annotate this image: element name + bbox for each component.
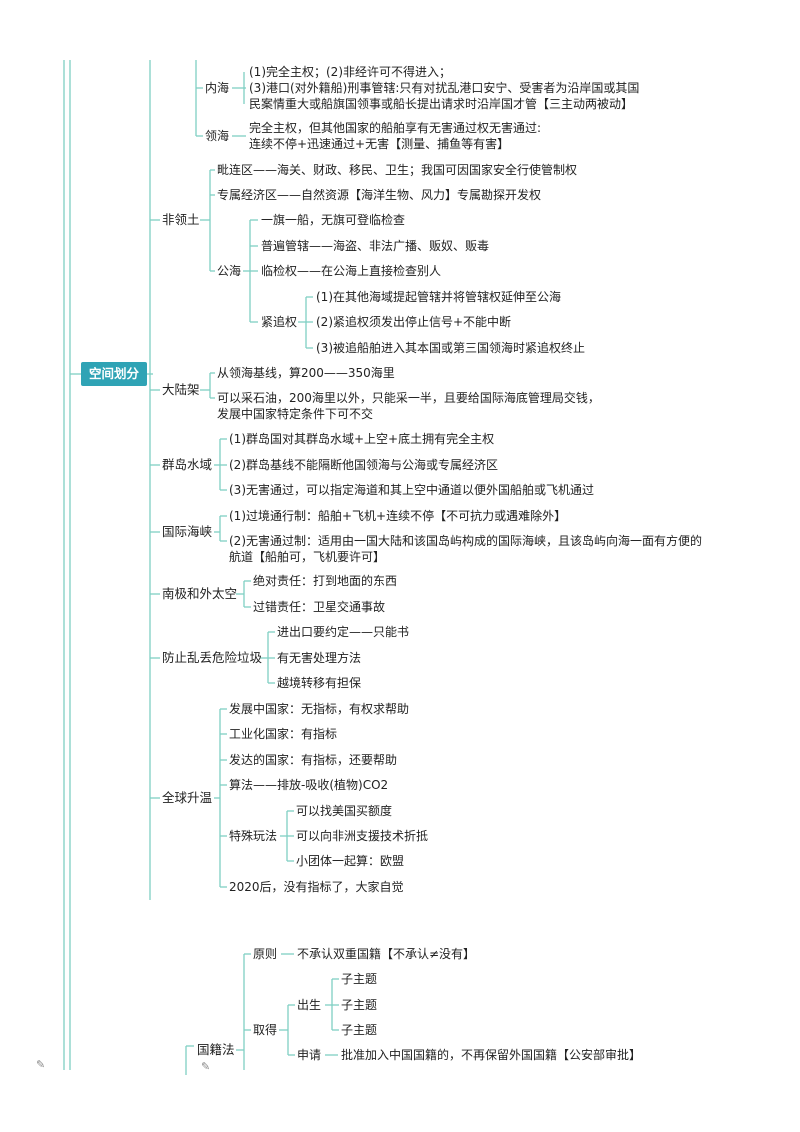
node-gonghai-2[interactable]: 普遍管辖——海盗、非法广播、贩奴、贩毒 — [261, 239, 490, 253]
node-linghai-cb[interactable]: 连续不停+迅速通过+无害【测量、捕鱼等有害】 — [249, 137, 510, 151]
node-yuanze[interactable]: 原则 — [253, 947, 278, 961]
pen-icon: ✎ — [201, 1060, 211, 1073]
node-laji-1[interactable]: 进出口要约定——只能书 — [277, 625, 410, 639]
node-teshu-2[interactable]: 可以向非洲支援技术折抵 — [296, 829, 429, 843]
node-haixia-2b[interactable]: 航道【船舶可，飞机要许可】 — [229, 550, 386, 564]
node-dalujia-2b[interactable]: 发展中国家特定条件下可不交 — [217, 407, 374, 421]
node-laji-3[interactable]: 越境转移有担保 — [277, 676, 362, 690]
node-haixia-1[interactable]: (1)过境通行制：船舶+飞机+连续不停【不可抗力或遇难除外】 — [229, 509, 567, 523]
root-node[interactable]: 空间划分 — [81, 362, 147, 386]
node-haixia-2a[interactable]: (2)无害通过制：适用由一国大陆和该国岛屿构成的国际海峡，且该岛屿向海一面有方便… — [229, 534, 703, 548]
node-linghai[interactable]: 领海 — [205, 129, 230, 143]
node-neihai-c2b[interactable]: 民案情重大或船旗国领事或船长提出请求时沿岸国才管【三主动两被动】 — [249, 97, 634, 111]
node-chusheng[interactable]: 出生 — [297, 998, 322, 1012]
node-dalujia-1[interactable]: 从领海基线，算200——350海里 — [217, 366, 395, 380]
node-qundao-3[interactable]: (3)无害通过，可以指定海道和其上空中通道以便外国船舶或飞机通过 — [229, 483, 595, 497]
node-nanji-1[interactable]: 绝对责任：打到地面的东西 — [253, 574, 398, 588]
node-yuanze-c[interactable]: 不承认双重国籍【不承认≠没有】 — [297, 947, 476, 961]
node-neihai-c2a[interactable]: (3)港口(对外籍船)刑事管辖:只有对扰乱港口安宁、受害者为沿岸国或其国 — [249, 81, 640, 95]
node-zizhuti-3[interactable]: 子主题 — [341, 1023, 378, 1037]
node-qundao[interactable]: 群岛水域 — [162, 457, 213, 472]
node-shenqing[interactable]: 申请 — [297, 1048, 322, 1062]
node-teshu-1[interactable]: 可以找美国买额度 — [296, 804, 393, 818]
node-zizhuti-2[interactable]: 子主题 — [341, 998, 378, 1012]
node-zhuizhui-2[interactable]: (2)紧追权须发出停止信号+不能中断 — [316, 315, 512, 329]
node-gonghai-1[interactable]: 一旗一船，无旗可登临检查 — [261, 213, 406, 227]
node-gonghai[interactable]: 公海 — [217, 264, 242, 278]
node-dalujia-2a[interactable]: 可以采石油，200海里以外，只能采一半，且要给国际海底管理局交钱， — [217, 391, 600, 405]
node-zhuizhui[interactable]: 紧追权 — [261, 315, 298, 329]
node-nanji[interactable]: 南极和外太空 — [162, 586, 238, 601]
node-linghai-ca[interactable]: 完全主权，但其他国家的船舶享有无害通过权无害通过: — [249, 121, 542, 135]
node-teshu-3[interactable]: 小团体一起算：欧盟 — [296, 854, 405, 868]
node-qude[interactable]: 取得 — [253, 1023, 278, 1037]
node-pilianqu[interactable]: 毗连区——海关、财政、移民、卫生；我国可因国家安全行使管制权 — [217, 163, 578, 177]
node-guoji[interactable]: 国籍法 — [197, 1042, 235, 1057]
node-qundao-2[interactable]: (2)群岛基线不能隔断他国领海与公海或专属经济区 — [229, 458, 498, 472]
node-shenqing-c[interactable]: 批准加入中国国籍的，不再保留外国国籍【公安部审批】 — [341, 1048, 642, 1062]
node-dalujia[interactable]: 大陆架 — [162, 382, 200, 397]
node-gonghai-3[interactable]: 临检权——在公海上直接检查别人 — [261, 264, 442, 278]
node-zhuizhui-1[interactable]: (1)在其他海域提起管辖并将管辖权延伸至公海 — [316, 290, 561, 304]
node-wennuan-2[interactable]: 工业化国家：有指标 — [229, 727, 338, 741]
node-zhuizhui-3[interactable]: (3)被追船舶进入其本国或第三国领海时紧追权终止 — [316, 341, 585, 355]
node-laji[interactable]: 防止乱丢危险垃圾 — [162, 650, 263, 665]
node-laji-2[interactable]: 有无害处理方法 — [277, 651, 362, 665]
pen-icon: ✎ — [36, 1058, 46, 1071]
node-qundao-1[interactable]: (1)群岛国对其群岛水域+上空+底土拥有完全主权 — [229, 432, 495, 446]
node-zhuanshu[interactable]: 专属经济区——自然资源【海洋生物、风力】专属勘探开发权 — [217, 188, 542, 202]
node-neihai-c1[interactable]: (1)完全主权；(2)非经许可不得进入； — [249, 65, 451, 79]
node-wennuan-4[interactable]: 算法——排放-吸收(植物)CO2 — [229, 778, 389, 792]
node-teshu[interactable]: 特殊玩法 — [229, 829, 278, 843]
node-wennuan-5[interactable]: 2020后，没有指标了，大家自觉 — [229, 880, 404, 894]
node-wennuan-3[interactable]: 发达的国家：有指标，还要帮助 — [229, 753, 398, 767]
node-zizhuti-1[interactable]: 子主题 — [341, 972, 378, 986]
node-neihai[interactable]: 内海 — [205, 81, 230, 95]
node-haixia[interactable]: 国际海峡 — [162, 524, 213, 539]
node-feilingtu[interactable]: 非领土 — [162, 212, 200, 227]
node-nanji-2[interactable]: 过错责任：卫星交通事故 — [253, 600, 386, 614]
node-wennuan[interactable]: 全球升温 — [162, 790, 213, 805]
node-wennuan-1[interactable]: 发展中国家：无指标，有权求帮助 — [229, 702, 410, 716]
